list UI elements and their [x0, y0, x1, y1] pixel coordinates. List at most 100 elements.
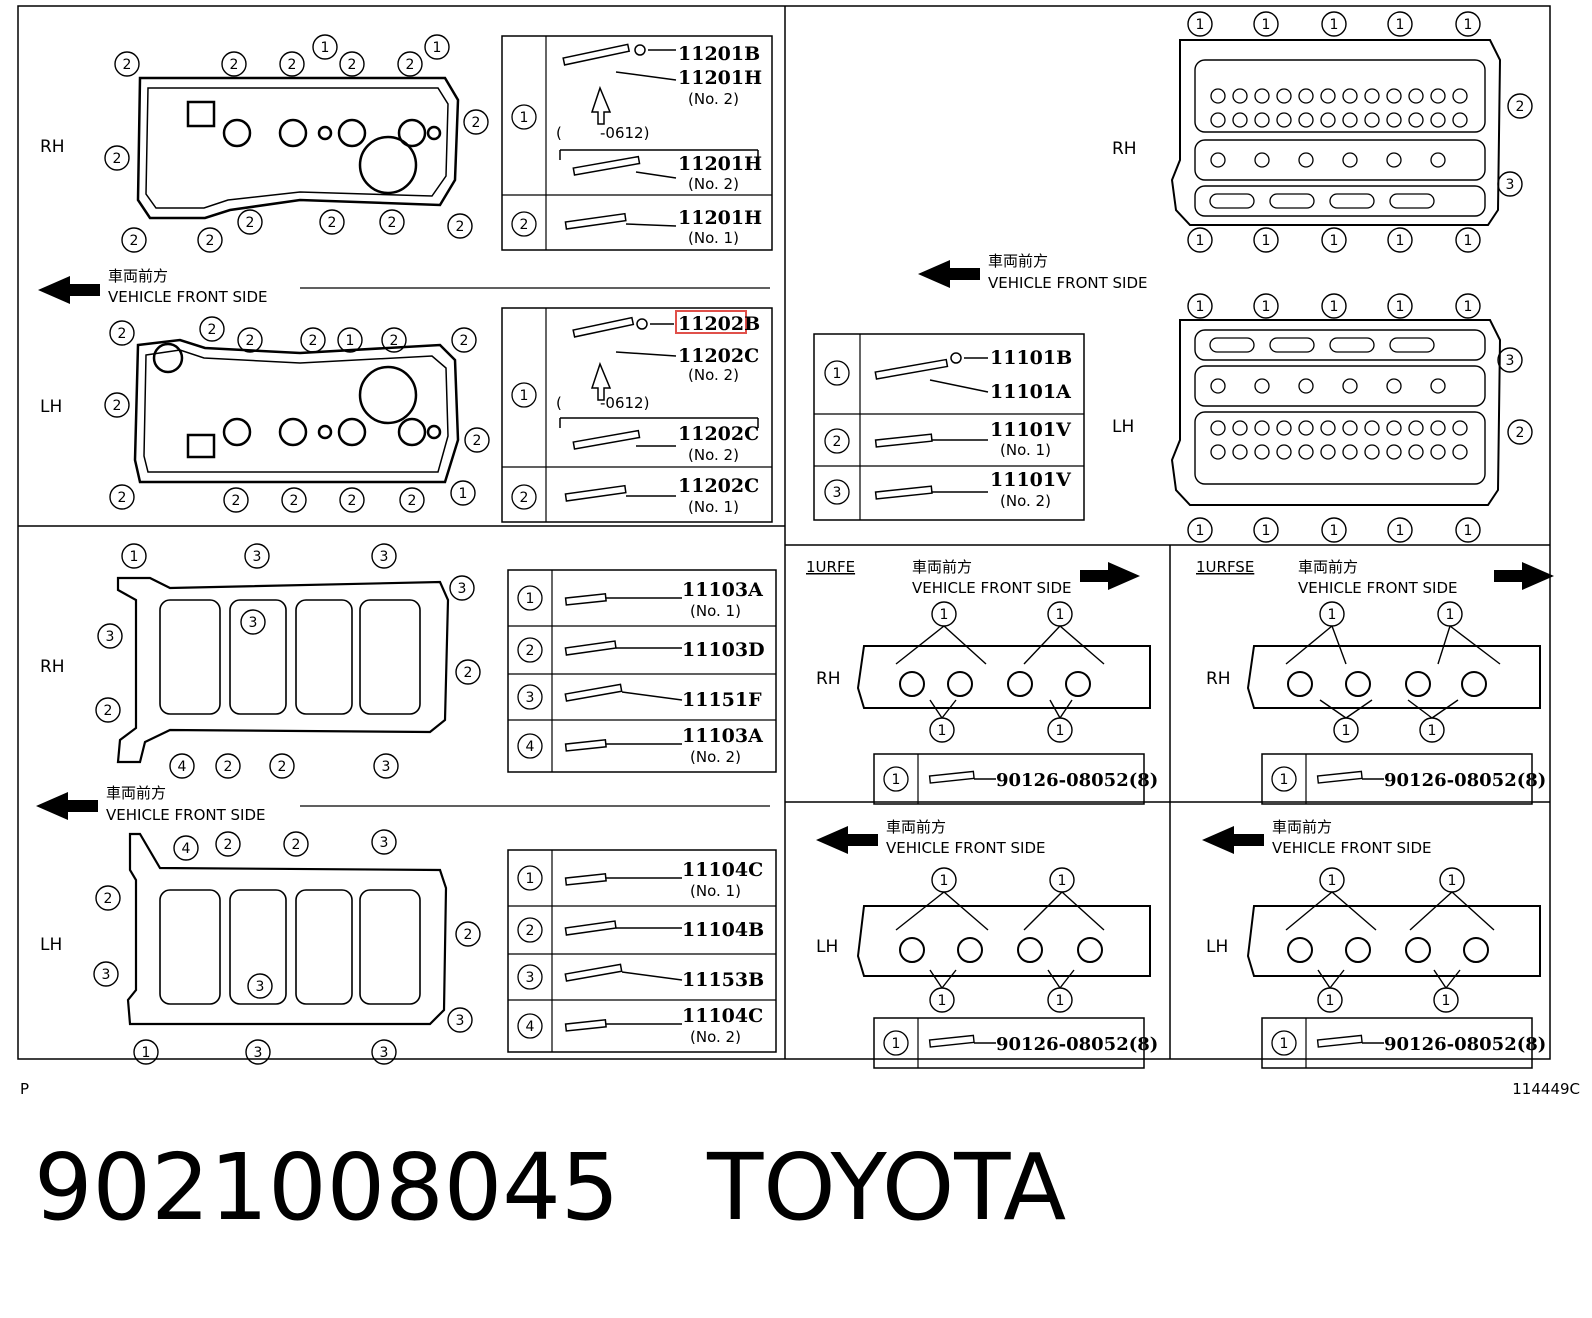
- svg-text:1: 1: [1442, 993, 1451, 1009]
- svg-text:3: 3: [256, 979, 265, 995]
- svg-text:1: 1: [1196, 17, 1205, 33]
- rh-cover-parts-table: 1 2 11201B 11201H (No. 2) ( -0612): [501, 35, 773, 251]
- svg-text:2: 2: [118, 326, 127, 342]
- engine-code: 1URFSE: [1196, 558, 1254, 576]
- svg-text:2: 2: [456, 219, 465, 235]
- front-label-jp: 車両前方: [912, 558, 972, 576]
- callout-number: 1: [526, 591, 535, 607]
- footer-left-code: P: [20, 1080, 29, 1098]
- svg-text:1: 1: [1428, 723, 1437, 739]
- svg-text:3: 3: [458, 581, 467, 597]
- head-callouts: [1187, 11, 1533, 543]
- rh-manifold-flange: [1246, 645, 1541, 709]
- front-label-jp: 車両前方: [1272, 818, 1332, 836]
- svg-text:2: 2: [460, 333, 469, 349]
- lh-cover-gasket: [133, 338, 460, 484]
- rh-label: RH: [816, 669, 841, 689]
- part-number: 11104C: [682, 859, 763, 881]
- svg-text:1: 1: [1396, 299, 1405, 315]
- svg-text:2: 2: [408, 493, 417, 509]
- lh-cover-parts-table: 1 2 11202B 11202C (No. 2) (: [501, 307, 773, 523]
- part-qualifier: (No. 1): [688, 498, 739, 516]
- callout-number: 2: [520, 490, 529, 506]
- svg-text:2: 2: [104, 891, 113, 907]
- svg-text:2: 2: [206, 233, 215, 249]
- callout-number: 1: [526, 871, 535, 887]
- date-range: ( -0612): [556, 394, 649, 412]
- part-number: 11101A: [990, 381, 1071, 403]
- front-label-en: VEHICLE FRONT SIDE: [1298, 579, 1458, 597]
- part-number: 90126-08052(8): [996, 1034, 1158, 1055]
- part-number: 11151F: [682, 689, 762, 711]
- svg-text:1: 1: [1464, 17, 1473, 33]
- manifold-callouts: [895, 867, 1105, 1013]
- svg-text:3: 3: [106, 629, 115, 645]
- svg-text:2: 2: [1516, 99, 1525, 115]
- callout-number: 2: [526, 643, 535, 659]
- part-qualifier: (No. 1): [1000, 441, 1051, 459]
- date-range: ( -0612): [556, 124, 649, 142]
- front-label-en: VEHICLE FRONT SIDE: [1272, 839, 1432, 857]
- front-label-jp: 車両前方: [1298, 558, 1358, 576]
- svg-text:1: 1: [1396, 233, 1405, 249]
- front-side-arrow: 車両前方 VEHICLE FRONT SIDE: [918, 252, 1148, 292]
- svg-text:1: 1: [1196, 233, 1205, 249]
- svg-text:1: 1: [1446, 607, 1455, 623]
- svg-text:1: 1: [1448, 873, 1457, 889]
- frame: [17, 5, 1551, 1060]
- housing-callouts: [93, 543, 481, 1065]
- cover-panel: RH LH: [38, 34, 773, 523]
- part-number: 90126-08052(8): [1384, 1034, 1546, 1055]
- svg-text:1: 1: [938, 723, 947, 739]
- stud-table: 1 90126-08052(8): [1261, 1017, 1546, 1069]
- front-label-jp: 車両前方: [108, 267, 168, 285]
- svg-text:2: 2: [246, 333, 255, 349]
- svg-text:1: 1: [1330, 523, 1339, 539]
- callout-number: 1: [833, 366, 842, 382]
- front-arrow-left: [816, 826, 878, 854]
- manifold-callouts: [895, 601, 1105, 743]
- part-number: 90126-08052(8): [996, 770, 1158, 791]
- svg-text:1: 1: [1464, 233, 1473, 249]
- svg-text:2: 2: [1516, 425, 1525, 441]
- svg-text:3: 3: [382, 759, 391, 775]
- callout-number: 2: [520, 217, 529, 233]
- svg-text:3: 3: [102, 967, 111, 983]
- lh-label: LH: [40, 935, 62, 955]
- svg-text:2: 2: [406, 57, 415, 73]
- svg-text:3: 3: [254, 1045, 263, 1061]
- part-number: 11104B: [682, 919, 764, 941]
- svg-text:1: 1: [1262, 299, 1271, 315]
- callout-number: 4: [526, 739, 535, 755]
- svg-text:2: 2: [328, 215, 337, 231]
- svg-text:2: 2: [278, 759, 287, 775]
- svg-text:1: 1: [1396, 17, 1405, 33]
- cover-callouts: [104, 34, 490, 513]
- part-number: 11101V: [990, 469, 1072, 491]
- callout-number: 2: [526, 923, 535, 939]
- front-arrow-right: [1080, 562, 1140, 590]
- rh-label: RH: [40, 137, 65, 157]
- svg-text:2: 2: [348, 57, 357, 73]
- manifold-callouts: [1285, 867, 1495, 1013]
- svg-text:2: 2: [472, 115, 481, 131]
- svg-text:1: 1: [1326, 993, 1335, 1009]
- part-qualifier: (No. 2): [690, 1028, 741, 1046]
- svg-text:1: 1: [142, 1045, 151, 1061]
- svg-text:4: 4: [178, 759, 187, 775]
- rh-cylinder-head: [1170, 39, 1502, 226]
- svg-text:3: 3: [456, 1013, 465, 1029]
- front-label-en: VEHICLE FRONT SIDE: [912, 579, 1072, 597]
- engine-code: 1URFE: [806, 558, 855, 576]
- part-number: 11104C: [682, 1005, 763, 1027]
- svg-text:1: 1: [1330, 299, 1339, 315]
- callout-number: 1: [892, 772, 901, 788]
- svg-text:1: 1: [1262, 523, 1271, 539]
- rh-housing-parts-table: 1 2 3 4 11103A (No. 1) 11103D 11151F 111…: [507, 569, 777, 773]
- svg-text:2: 2: [208, 322, 217, 338]
